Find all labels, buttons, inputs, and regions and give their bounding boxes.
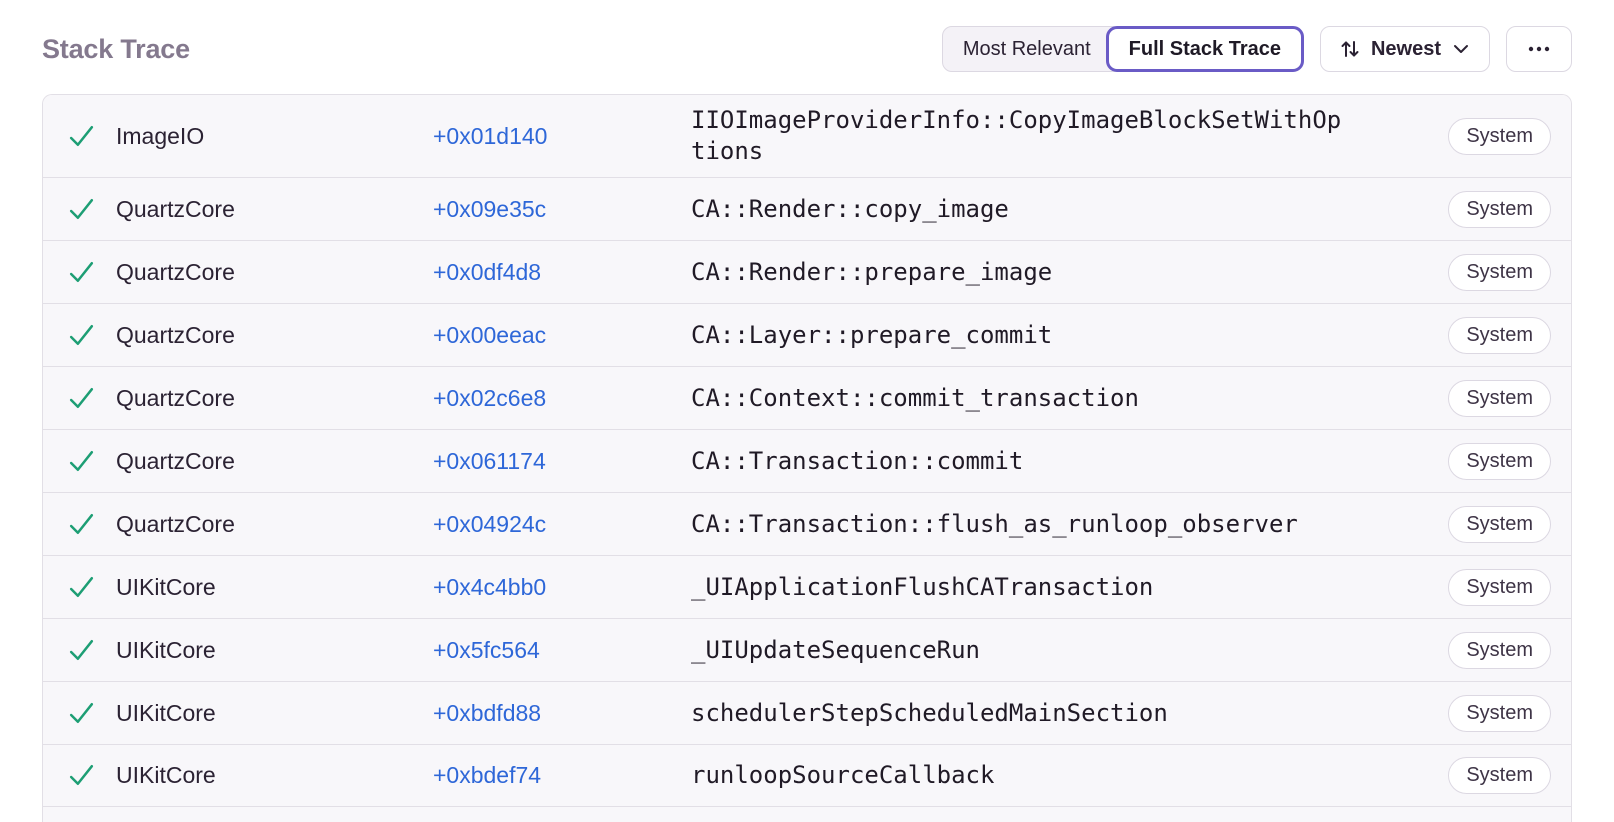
frame-function: IIOImageProviderInfo::CopyImageBlockSetW… xyxy=(691,106,1342,166)
frame-module: QuartzCore xyxy=(116,510,235,537)
stack-frame-row[interactable]: UIKitCore +0x5fc564 _UIUpdateSequenceRun… xyxy=(43,618,1571,682)
frame-function: CA::Transaction::commit xyxy=(691,446,1024,475)
checkmark-icon xyxy=(67,636,116,665)
stack-trace-header: Stack Trace Most Relevant Full Stack Tra… xyxy=(42,26,1572,72)
frame-address-link[interactable]: +0x04924c xyxy=(433,510,547,537)
checkmark-icon xyxy=(67,761,116,790)
frame-system-badge: System xyxy=(1448,568,1551,606)
checkmark-icon xyxy=(67,510,116,539)
frame-address-link[interactable]: +0x4c4bb0 xyxy=(433,573,547,600)
frame-function: CA::Context::commit_transaction xyxy=(691,383,1139,412)
frame-address-link[interactable]: +0x5fc564 xyxy=(433,636,540,663)
frame-system-badge: System xyxy=(1448,505,1551,543)
frame-system-badge: System xyxy=(1448,190,1551,228)
checkmark-icon xyxy=(67,384,116,413)
sort-dropdown-label: Newest xyxy=(1370,37,1441,60)
frame-module: UIKitCore xyxy=(116,699,216,726)
frame-system-badge: System xyxy=(1448,757,1551,795)
frame-module: QuartzCore xyxy=(116,447,235,474)
frame-address-link[interactable]: +0x00eeac xyxy=(433,321,547,348)
stack-frame-row[interactable]: UIKitCore +0xbdfd88 schedulerStepSchedul… xyxy=(43,681,1571,745)
frame-module: QuartzCore xyxy=(116,195,235,222)
frame-address-link[interactable]: +0x09e35c xyxy=(433,195,547,222)
frame-address-link[interactable]: +0x01d140 xyxy=(433,122,548,149)
frame-system-badge: System xyxy=(1448,442,1551,480)
frame-module: QuartzCore xyxy=(116,258,235,285)
stack-frame-row[interactable]: UIKitCore +0x4c4bb0 _UIApplicationFlushC… xyxy=(43,555,1571,619)
sort-newest-dropdown[interactable]: Newest xyxy=(1319,26,1490,72)
frame-module: ImageIO xyxy=(116,122,205,149)
sort-arrows-icon xyxy=(1339,38,1361,60)
frame-module: UIKitCore xyxy=(116,762,216,789)
tab-full-stack-trace[interactable]: Full Stack Trace xyxy=(1105,26,1304,72)
frame-function: CA::Render::prepare_image xyxy=(691,257,1053,286)
frame-address-link[interactable]: +0xbdfd88 xyxy=(433,699,542,726)
tab-most-relevant[interactable]: Most Relevant xyxy=(941,26,1122,72)
frame-address-link[interactable]: +0xbdef74 xyxy=(433,762,542,789)
frame-module: QuartzCore xyxy=(116,321,235,348)
frame-function: CA::Render::copy_image xyxy=(691,194,1009,223)
frame-function: _UIUpdateSequenceRun xyxy=(691,635,980,664)
checkmark-icon xyxy=(67,122,116,151)
checkmark-icon xyxy=(67,258,116,287)
stack-trace-panel: Stack Trace Most Relevant Full Stack Tra… xyxy=(42,0,1572,822)
frame-system-badge: System xyxy=(1448,316,1551,354)
stack-trace-controls: Most Relevant Full Stack Trace Newest xyxy=(941,26,1572,72)
frame-module: UIKitCore xyxy=(116,573,216,600)
checkmark-icon xyxy=(67,195,116,224)
more-options-button[interactable] xyxy=(1506,26,1572,72)
chevron-down-icon xyxy=(1451,39,1471,59)
frame-system-badge: System xyxy=(1448,694,1551,732)
frame-function: schedulerStepScheduledMainSection xyxy=(691,698,1168,727)
frame-system-badge: System xyxy=(1448,117,1551,155)
frame-system-badge: System xyxy=(1448,379,1551,417)
view-mode-segmented-control: Most Relevant Full Stack Trace xyxy=(941,26,1304,72)
stack-frame-row[interactable]: QuartzCore +0x00eeac CA::Layer::prepare_… xyxy=(43,303,1571,367)
frame-address-link[interactable]: +0x0df4d8 xyxy=(433,258,542,285)
stack-frame-row[interactable]: UIKitCore +0xbdef74 runloopSourceCallbac… xyxy=(43,744,1571,808)
stack-trace-table: ImageIO +0x01d140 IIOImageProviderInfo::… xyxy=(42,94,1572,822)
frame-function: CA::Layer::prepare_commit xyxy=(691,320,1053,349)
frame-function: runloopSourceCallback xyxy=(691,761,995,790)
frame-function: CA::Transaction::flush_as_runloop_observ… xyxy=(691,509,1298,538)
checkmark-icon xyxy=(67,447,116,476)
frame-system-badge: System xyxy=(1448,631,1551,669)
stack-frame-row[interactable]: QuartzCore +0x02c6e8 CA::Context::commit… xyxy=(43,366,1571,430)
stack-frame-row[interactable]: QuartzCore +0x061174 CA::Transaction::co… xyxy=(43,429,1571,493)
frame-module: UIKitCore xyxy=(116,636,216,663)
frame-module: QuartzCore xyxy=(116,384,235,411)
checkmark-icon xyxy=(67,699,116,728)
page-title: Stack Trace xyxy=(42,33,190,64)
stack-frame-row[interactable]: QuartzCore +0x04924c CA::Transaction::fl… xyxy=(43,492,1571,556)
checkmark-icon xyxy=(67,573,116,602)
stack-frame-row[interactable]: QuartzCore +0x09e35c CA::Render::copy_im… xyxy=(43,177,1571,241)
frame-address-link[interactable]: +0x061174 xyxy=(433,447,546,474)
frame-function: _UIApplicationFlushCATransaction xyxy=(691,572,1154,601)
frame-system-badge: System xyxy=(1448,253,1551,291)
stack-frame-row[interactable]: QuartzCore +0x0df4d8 CA::Render::prepare… xyxy=(43,240,1571,304)
frame-address-link[interactable]: +0x02c6e8 xyxy=(433,384,547,411)
stack-frame-row[interactable]: ImageIO +0x01d140 IIOImageProviderInfo::… xyxy=(43,95,1571,178)
checkmark-icon xyxy=(67,321,116,350)
ellipsis-icon xyxy=(1526,38,1552,60)
